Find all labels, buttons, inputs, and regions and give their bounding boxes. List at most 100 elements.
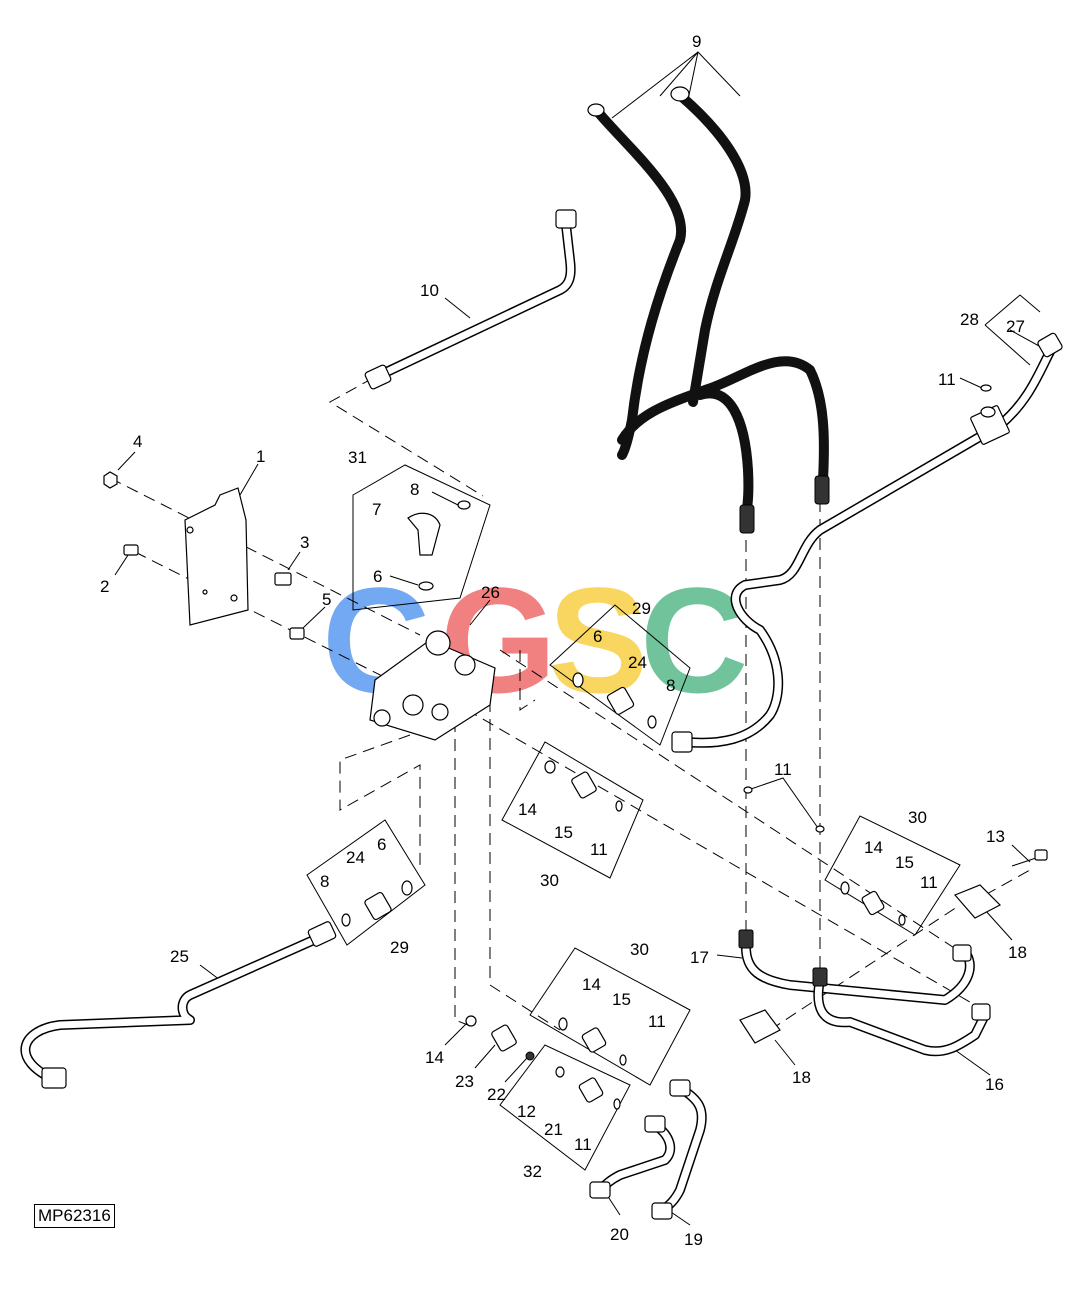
box-32: [499, 1044, 631, 1171]
pipe-19-nut-top: [669, 1079, 691, 1097]
elbow-7: [407, 512, 441, 556]
callout-29-upper: 29: [632, 599, 651, 618]
box-30-right: [824, 815, 961, 936]
callout-11-right: 11: [920, 873, 938, 892]
pipes: [20, 209, 1063, 1220]
callout-15-right: 15: [895, 853, 914, 872]
callout-6-top: 6: [373, 567, 382, 586]
pipe-20-nut-end: [589, 1181, 611, 1199]
bracket-hole-c: [230, 594, 238, 602]
leader-4: [117, 451, 136, 471]
pipe-25-nut-top: [307, 921, 337, 947]
leader-3: [287, 551, 301, 571]
callout-11-mid: 11: [774, 760, 792, 779]
leader-16: [954, 1049, 991, 1076]
pipe-17-fitting: [738, 929, 754, 949]
dashline-valve-to-30c: [489, 700, 561, 1031]
clamp-18-right: [953, 884, 1002, 919]
leader-lines: [114, 51, 1051, 1226]
bolt-13-head: [1034, 849, 1048, 861]
callout-30-upper: 30: [540, 871, 559, 890]
callout-31: 31: [348, 448, 367, 467]
leader-8-top: [431, 491, 461, 507]
hose-fitting-b: [814, 475, 830, 505]
callout-15-lower: 15: [612, 990, 631, 1009]
callout-11-lower-box: 11: [648, 1012, 666, 1031]
leader-25: [199, 964, 221, 981]
dashline-4-to-valve: [109, 477, 421, 636]
dashline-valve-to-16: [499, 649, 966, 956]
callout-13: 13: [986, 827, 1005, 846]
adapter-23: [491, 1024, 517, 1052]
callout-8-top: 8: [410, 480, 419, 499]
callout-8-upper: 8: [666, 676, 675, 695]
leader-9b: [687, 51, 699, 101]
leader-9a: [611, 51, 699, 119]
dashline-18-to-18: [769, 904, 961, 1031]
callout-23: 23: [455, 1072, 474, 1091]
callout-18-lower: 18: [792, 1068, 811, 1087]
oring-11-box32: [613, 1098, 621, 1110]
pipe-19-nut-end: [651, 1202, 673, 1220]
callout-30-right: 30: [908, 808, 927, 827]
bolt-2: [123, 544, 139, 556]
pipe-27-nut: [1037, 332, 1063, 358]
box-29-upper: [549, 604, 691, 746]
box-31: [352, 464, 491, 611]
callout-10: 10: [420, 281, 439, 300]
callout-7: 7: [372, 500, 381, 519]
pipe-28-nut-end: [671, 731, 693, 753]
pipe-20-nut-top: [644, 1115, 666, 1133]
callout-25: 25: [170, 947, 189, 966]
leader-26: [469, 599, 491, 626]
callout-11-upper: 11: [590, 840, 608, 859]
hose-end-a: [587, 103, 605, 117]
leader-11-top: [959, 377, 983, 389]
callout-24-upper: 24: [628, 653, 647, 672]
oring-14-lower-box: [558, 1017, 568, 1031]
callout-18-right: 18: [1008, 943, 1027, 962]
leader-14-lower: [444, 1022, 468, 1046]
leader-22: [504, 1057, 528, 1083]
oring-11-mid-b: [815, 825, 825, 833]
callout-8-lower: 8: [320, 872, 329, 891]
box-30-lower: [529, 947, 691, 1086]
oring-8-upper: [647, 715, 657, 729]
bolt-3: [274, 572, 292, 586]
leader-10: [444, 297, 471, 319]
callout-14-lower: 14: [425, 1048, 444, 1067]
oring-11-top: [980, 384, 992, 392]
oring-11-right: [898, 914, 906, 926]
callout-29-lower: 29: [390, 938, 409, 957]
box-28: [984, 294, 1041, 326]
oring-11-upper: [615, 800, 623, 812]
pipe-10-nut-top: [555, 209, 577, 229]
oring-14-lower: [465, 1015, 477, 1027]
dashline-valve-to-29a: [339, 734, 421, 870]
oring-11-lower-box: [619, 1054, 627, 1066]
valve-port-top: [425, 630, 451, 656]
pipe-10-nut-bottom: [364, 364, 392, 390]
pipe-28-fill: [681, 344, 1056, 747]
oring-12: [555, 1066, 565, 1078]
group-boxes: [306, 294, 1041, 1171]
adapter-21: [578, 1077, 604, 1103]
callout-14-right: 14: [864, 838, 883, 857]
hose-lower: [695, 388, 754, 515]
leader-17: [716, 954, 743, 959]
bracket-hole-b: [202, 589, 208, 595]
bolt-5: [289, 627, 305, 640]
adapter-15-upper: [571, 771, 597, 799]
leader-5: [302, 606, 326, 629]
callout-4: 4: [133, 432, 142, 451]
leader-11-mid: [747, 777, 819, 829]
callout-14-upper: 14: [518, 800, 537, 819]
watermark-letter-s: S: [548, 556, 648, 724]
callout-14-lower-box: 14: [582, 975, 601, 994]
pipe-17-fill: [742, 941, 974, 1004]
callout-11-box32: 11: [574, 1135, 592, 1154]
bracket-plate: [184, 487, 249, 626]
oring-6-upper: [572, 672, 584, 688]
bracket-assembly: [103, 471, 1048, 1044]
hose-fitting-a: [739, 504, 755, 534]
